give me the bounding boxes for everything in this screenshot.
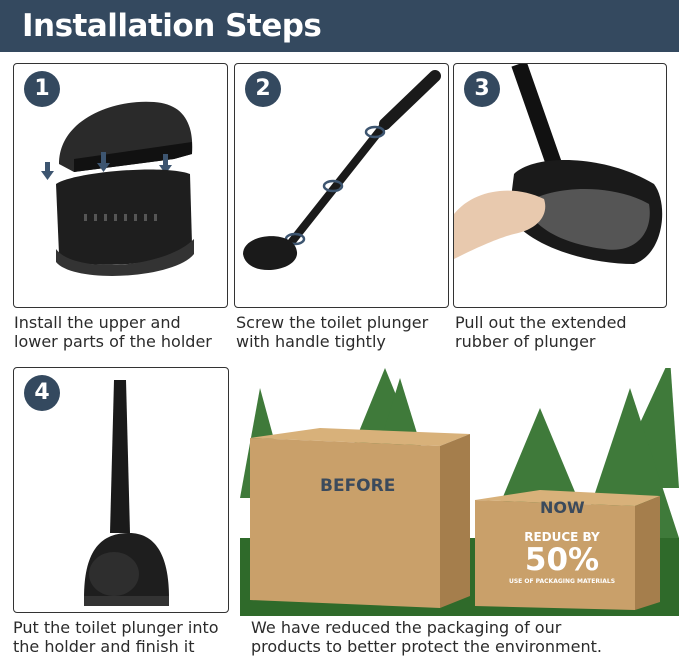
- plunger-in-holder-illustration: [84, 380, 169, 606]
- step-3-caption-line1: Pull out the extended: [455, 313, 627, 332]
- step-2-caption-line2: with handle tightly: [236, 332, 386, 351]
- step-2-panel: 2: [234, 63, 449, 308]
- packaging-caption-line2: products to better protect the environme…: [251, 637, 602, 656]
- step-number-badge: 4: [24, 375, 60, 411]
- packaging-scene: BEFORE NOW REDUCE BY 50% USE OF PACKAGIN…: [240, 368, 679, 616]
- holder-assembly-illustration: [41, 101, 194, 276]
- step-1-caption-line2: lower parts of the holder: [14, 332, 212, 351]
- step-1-panel: 1: [13, 63, 228, 308]
- step-number-badge: 1: [24, 71, 60, 107]
- step-3-caption-line2: rubber of plunger: [455, 332, 596, 351]
- step-4-panel: 4: [13, 367, 229, 613]
- header-bar: Installation Steps: [0, 0, 679, 52]
- step-number-badge: 3: [464, 71, 500, 107]
- page-title: Installation Steps: [22, 8, 322, 44]
- packaging-materials-text: USE OF PACKAGING MATERIALS: [508, 578, 616, 585]
- percent-text: 50%: [524, 542, 600, 578]
- step-1-caption-line1: Install the upper and: [14, 313, 181, 332]
- step-4-caption-line2: the holder and finish it: [13, 637, 195, 656]
- now-label: NOW: [540, 498, 585, 517]
- before-label: BEFORE: [320, 476, 396, 496]
- plunger-handle-illustration: [243, 70, 441, 271]
- step-2-caption-line1: Screw the toilet plunger: [236, 313, 429, 332]
- forest-background: [240, 368, 679, 616]
- step-4-caption-line1: Put the toilet plunger into: [13, 618, 219, 637]
- reduce-by-text: REDUCE BY: [524, 530, 600, 544]
- plunger-rubber-illustration: [454, 64, 663, 264]
- step-number-badge: 2: [245, 71, 281, 107]
- step-3-panel: 3: [453, 63, 667, 308]
- packaging-caption-line1: We have reduced the packaging of our: [251, 618, 562, 637]
